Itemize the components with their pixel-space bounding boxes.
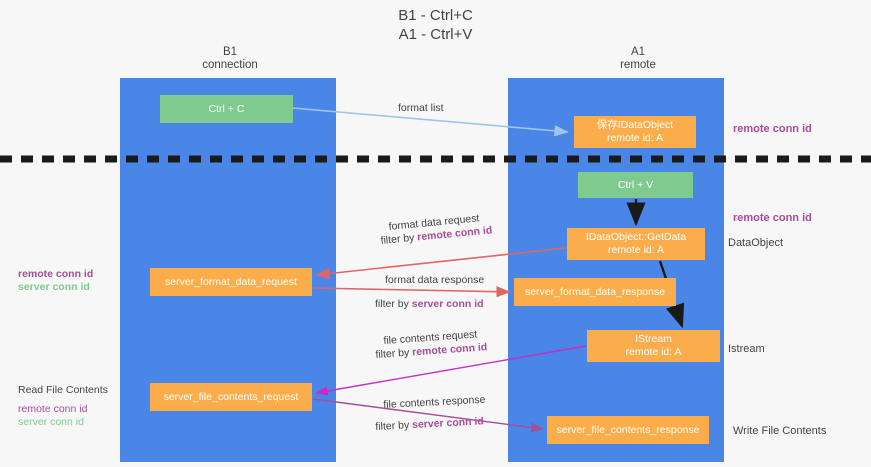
arrow-format-data-request: [315, 247, 567, 280]
column-header-b1: B1 connection: [202, 46, 258, 71]
page-title: B1 - Ctrl+C A1 - Ctrl+V: [398, 7, 473, 43]
side-label-remote-conn-id-top: remote conn id: [733, 123, 812, 135]
box-server-format-data-request[interactable]: server_format_data_request: [150, 268, 312, 296]
arrow-format-data-response: [312, 286, 511, 298]
box-idataobject-getdata[interactable]: IDataObject::GetData remote id: A: [567, 228, 705, 260]
box-ctrl-v[interactable]: Ctrl + V: [578, 172, 693, 198]
arrow-file-contents-response: [312, 398, 544, 433]
side-label-remote-conn-id-mid: remote conn id: [733, 212, 812, 224]
filter-prefix: filter by: [375, 419, 413, 433]
caption-format-data-response-filter: filter by server conn id: [375, 297, 484, 311]
left-label-remote-conn-id-2: remote conn id: [18, 403, 88, 415]
left-label-conn-ids: remote conn id server conn id: [18, 268, 93, 294]
box-idataobject[interactable]: 保存IDataObject remote id: A: [574, 116, 696, 148]
left-label-read-block: Read File Contents remote conn id server…: [18, 384, 108, 429]
filter-prefix: filter by: [375, 346, 413, 361]
side-label-istream: Istream: [728, 343, 765, 355]
left-label-server-conn-id-2: server conn id: [18, 416, 84, 428]
box-server-file-contents-request[interactable]: server_file_contents_request: [150, 383, 312, 411]
box-istream[interactable]: IStream remote id: A: [587, 330, 720, 362]
box-ctrl-c[interactable]: Ctrl + C: [160, 95, 293, 123]
box-server-format-data-response[interactable]: server_format_data_response: [514, 278, 676, 306]
filter-key: server conn id: [411, 415, 485, 432]
left-label-server-conn-id: server conn id: [18, 281, 90, 293]
arrow-file-contents-request: [315, 345, 587, 396]
left-label-read-file-contents: Read File Contents: [18, 384, 108, 396]
left-label-remote-conn-id: remote conn id: [18, 268, 94, 280]
filter-prefix: filter by: [380, 231, 418, 247]
column-header-a1: A1 remote: [620, 46, 656, 71]
caption-format-data-response: format data response: [385, 274, 485, 286]
arrow-format-list: [292, 107, 569, 137]
box-server-file-contents-response[interactable]: server_file_contents_response: [547, 416, 709, 444]
filter-key: server conn id: [411, 298, 484, 310]
filter-prefix: filter by: [375, 298, 412, 310]
side-label-write-file-contents: Write File Contents: [733, 425, 827, 437]
caption-format-list: format list: [398, 102, 444, 114]
side-label-dataobject: DataObject: [728, 237, 784, 249]
